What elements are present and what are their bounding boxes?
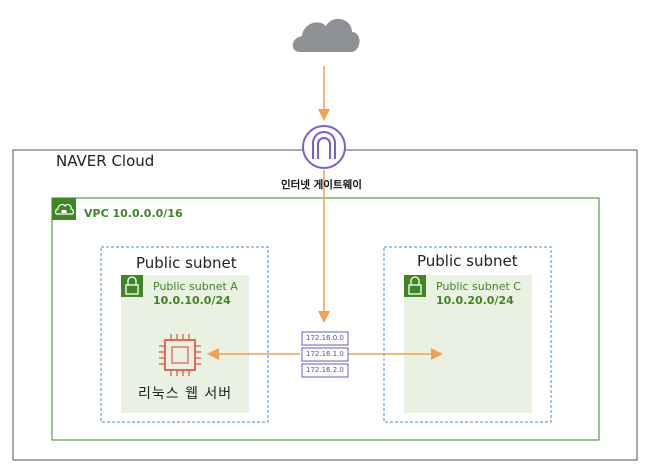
- route-table-entry: 172.16.1.0: [306, 350, 344, 358]
- vpc-label: VPC 10.0.0.0/16: [84, 207, 183, 220]
- cloud-icon: [292, 18, 360, 53]
- subnet-c-title: Public subnet: [417, 252, 518, 270]
- subnet-a-fill: [121, 275, 249, 413]
- internet-gateway-label: 인터넷 게이트웨이: [281, 179, 362, 191]
- subnet-c-name: Public subnet C: [436, 280, 521, 293]
- server-label: 리눅스 웹 서버: [138, 386, 233, 402]
- route-table-entry: 172.16.0.0: [306, 334, 344, 342]
- server-chip-icon: [159, 334, 201, 376]
- cloud-provider-title: NAVER Cloud: [56, 152, 155, 170]
- subnet-a-title: Public subnet: [136, 254, 237, 272]
- route-table-icon: [301, 331, 349, 378]
- subnet-c-fill: [404, 275, 532, 413]
- subnet-lock-icon: [121, 275, 143, 297]
- subnet-a-name: Public subnet A: [153, 280, 238, 293]
- internet-gateway-icon: [302, 125, 346, 169]
- subnet-a-cidr: 10.0.10.0/24: [153, 294, 231, 307]
- subnet-c-cidr: 10.0.20.0/24: [436, 294, 514, 307]
- vpc-cloud-lock-icon: [52, 198, 76, 220]
- vpc-boundary: [51, 197, 600, 441]
- subnet-lock-icon: [404, 275, 426, 297]
- route-table-entry: 172.16.2.0: [306, 366, 344, 374]
